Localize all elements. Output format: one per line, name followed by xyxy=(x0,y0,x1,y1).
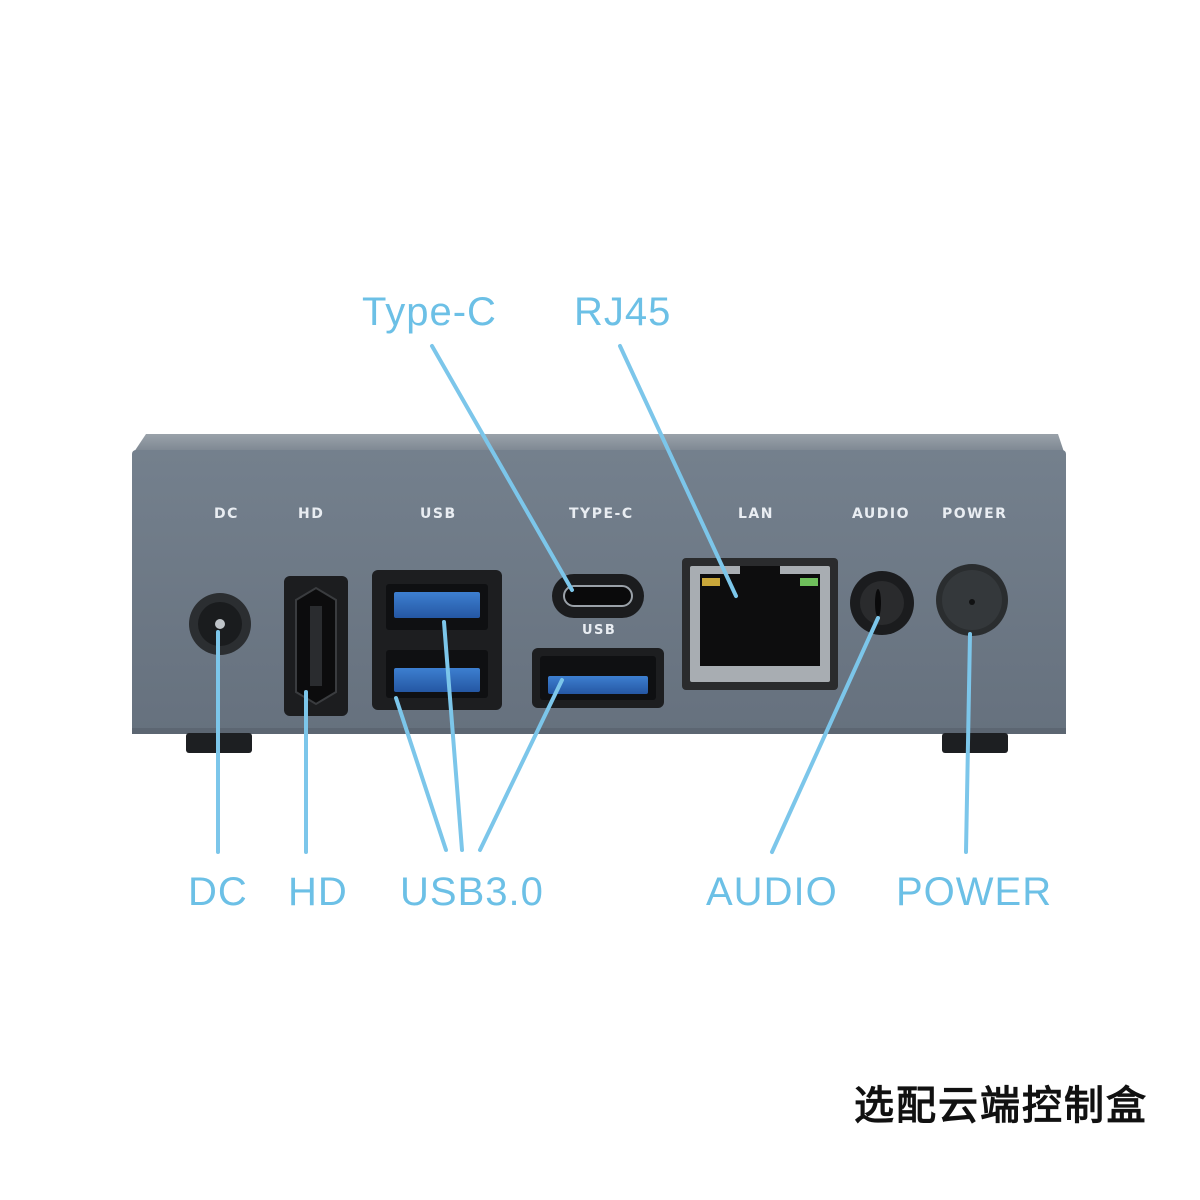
lan-port xyxy=(682,558,838,690)
power-button xyxy=(936,564,1008,636)
dual-usb-port xyxy=(372,570,502,710)
panel-label-power: POWER xyxy=(942,506,1008,522)
type-c-port xyxy=(552,574,644,618)
callout-dc: DC xyxy=(188,870,248,914)
panel-label-lan: LAN xyxy=(738,506,774,522)
callout-type-c: Type-C xyxy=(362,290,497,334)
callout-power: POWER xyxy=(896,870,1053,914)
callout-audio: AUDIO xyxy=(706,870,838,914)
audio-port xyxy=(850,571,914,635)
panel-label-usb-small: USB xyxy=(582,623,617,638)
callout-usb30: USB3.0 xyxy=(400,870,544,914)
panel-label-usb: USB xyxy=(420,506,457,522)
hdmi-port xyxy=(284,576,348,716)
callout-hd: HD xyxy=(288,870,348,914)
panel-label-hd: HD xyxy=(298,506,325,522)
panel-label-audio: AUDIO xyxy=(852,506,911,522)
panel-label-dc: DC xyxy=(214,506,239,522)
leader-lines xyxy=(216,344,972,854)
dc-port xyxy=(189,593,251,655)
caption-text: 选配云端控制盒 xyxy=(854,1083,1148,1129)
rubber-feet xyxy=(186,733,1008,753)
single-usb-port xyxy=(532,648,664,708)
callout-rj45: RJ45 xyxy=(574,290,672,334)
panel-label-type-c: TYPE-C xyxy=(569,506,634,522)
